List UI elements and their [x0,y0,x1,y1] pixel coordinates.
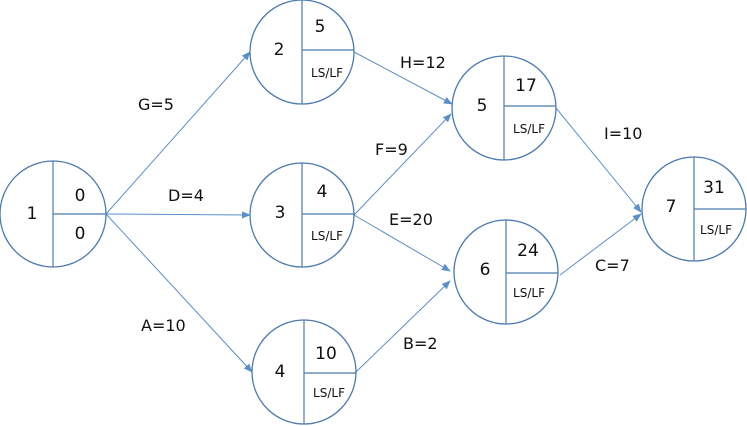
edge-5-7 [555,107,642,213]
node-4-id: 4 [275,362,286,382]
edge-label-e: E=20 [389,210,433,229]
edge-label-c: C=7 [595,256,630,275]
edge-3-6 [353,214,451,272]
node-3-es: 4 [317,182,328,202]
edge-1-3 [105,211,251,219]
edge-labels: G=5 D=4 A=10 H=12 F=9 E=20 B=2 I=10 C=7 [138,53,642,353]
edge-label-i: I=10 [604,124,642,143]
edge-2-5 [353,51,453,105]
node-7-id: 7 [666,197,677,217]
node-5-es: 17 [515,76,537,96]
node-6-ls-lf: LS/LF [513,286,545,300]
node-7: 7 31 LS/LF [641,156,747,262]
node-7-es: 31 [703,178,725,198]
node-5: 5 17 LS/LF [451,55,557,161]
node-1-id: 1 [27,204,38,224]
node-5-id: 5 [477,96,488,116]
node-4-es: 10 [315,344,337,364]
edge-1-4 [105,213,253,373]
node-1: 1 0 0 [0,160,107,268]
node-6-es: 24 [517,241,539,261]
edge-label-f: F=9 [375,140,408,159]
edge-1-2 [105,51,251,215]
edge-label-h: H=12 [400,53,446,72]
edge-label-d: D=4 [168,186,204,205]
edge-label-a: A=10 [141,316,186,335]
node-3-ls-lf: LS/LF [311,229,343,243]
node-2-ls-lf: LS/LF [311,66,343,80]
node-4-ls-lf: LS/LF [313,386,345,400]
edge-6-7 [559,213,642,276]
node-7-ls-lf: LS/LF [700,223,732,237]
edges [105,51,642,373]
node-2-es: 5 [315,17,326,37]
edge-label-g: G=5 [138,95,174,114]
node-6-id: 6 [480,260,491,280]
node-1-top-value: 0 [75,186,86,206]
node-2: 2 5 LS/LF [249,0,355,105]
edge-3-5 [353,113,452,216]
node-3-id: 3 [275,203,286,223]
node-4: 4 10 LS/LF [251,319,357,425]
node-6: 6 24 LS/LF [453,219,559,325]
node-1-bottom-value: 0 [75,224,86,244]
node-3: 3 4 LS/LF [249,162,355,268]
edge-4-6 [355,280,451,373]
node-5-ls-lf: LS/LF [513,122,545,136]
node-2-id: 2 [274,40,285,60]
edge-label-b: B=2 [403,334,438,353]
